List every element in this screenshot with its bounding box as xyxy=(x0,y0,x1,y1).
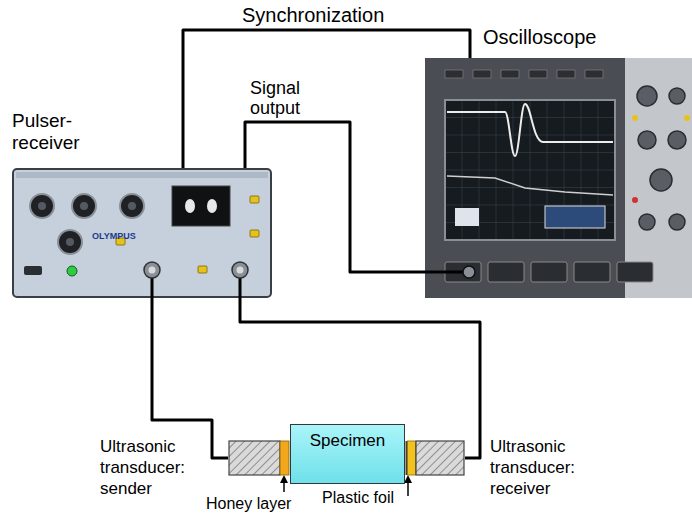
device-detail xyxy=(72,194,96,218)
device-detail xyxy=(128,202,136,210)
device-detail xyxy=(447,104,613,156)
pulser-receiver: Pulser-receiverOLYMPUS xyxy=(12,168,272,298)
oscilloscope-device xyxy=(425,58,692,298)
device-detail xyxy=(574,262,610,282)
device-detail xyxy=(455,208,479,226)
device-title: Pulser-receiver xyxy=(12,110,102,154)
device-detail xyxy=(545,206,605,228)
device-detail xyxy=(638,131,656,149)
device-detail xyxy=(232,262,248,278)
cable-label: Synchronization xyxy=(242,4,384,26)
leader-arrow xyxy=(407,479,409,496)
specimen-block: Specimen xyxy=(290,424,405,484)
transducer-title: Ultrasonic transducer: receiver xyxy=(490,436,602,499)
device-detail xyxy=(473,70,491,78)
device-detail xyxy=(16,172,268,178)
device-title: Oscilloscope xyxy=(483,26,596,49)
device-detail xyxy=(585,70,603,78)
device-detail xyxy=(207,199,217,213)
device-detail xyxy=(445,70,463,78)
device-detail xyxy=(557,70,575,78)
device-detail xyxy=(280,441,289,475)
device-detail xyxy=(684,115,690,121)
device-detail xyxy=(229,441,280,475)
receiver-transducer: Ultrasonic transducer: receiver xyxy=(405,440,465,476)
device-detail xyxy=(446,135,614,136)
pulser-receiver-device xyxy=(12,168,272,298)
part-label: Plastic foil xyxy=(322,488,394,507)
device-detail xyxy=(463,266,475,278)
transducer-drawing xyxy=(405,440,465,476)
device-detail xyxy=(416,441,464,475)
device-detail xyxy=(408,441,416,475)
leader-arrow xyxy=(283,479,285,492)
device-detail xyxy=(488,262,524,282)
device-detail xyxy=(24,266,42,275)
sender-transducer: Ultrasonic transducer: sender xyxy=(228,440,290,476)
device-detail xyxy=(425,271,465,274)
device-detail xyxy=(445,100,615,240)
transducer-title: Ultrasonic transducer: sender xyxy=(100,436,212,499)
transducer-drawing xyxy=(228,440,290,476)
device-detail xyxy=(172,186,230,226)
device-detail xyxy=(425,58,625,298)
device-detail xyxy=(151,276,154,298)
device-detail xyxy=(30,194,54,218)
device-detail xyxy=(120,194,144,218)
device-detail xyxy=(446,205,614,206)
device-detail xyxy=(13,169,271,297)
device-detail xyxy=(38,202,46,210)
device-detail xyxy=(637,86,657,106)
device-detail xyxy=(639,214,655,230)
device-detail xyxy=(501,70,519,78)
cable-label: Signal output xyxy=(250,78,322,118)
cable xyxy=(245,122,425,272)
oscilloscope: Oscilloscope xyxy=(425,58,692,298)
cable xyxy=(152,298,228,458)
device-detail xyxy=(668,131,686,149)
cable xyxy=(240,298,480,458)
device-detail xyxy=(669,88,685,104)
device-detail xyxy=(669,214,685,230)
device-detail xyxy=(80,202,88,210)
device-detail xyxy=(529,70,547,78)
device-detail xyxy=(237,267,244,274)
device-detail xyxy=(185,199,195,213)
device-detail xyxy=(198,266,207,273)
device-detail xyxy=(617,262,653,282)
device-detail xyxy=(446,170,614,171)
device-detail xyxy=(632,197,638,203)
device-detail xyxy=(149,267,156,274)
device-detail xyxy=(67,266,77,276)
device-detail xyxy=(425,58,692,298)
device-detail xyxy=(250,230,259,237)
device-detail xyxy=(447,176,613,195)
device-detail xyxy=(531,262,567,282)
part-label: Honey layer xyxy=(206,494,291,513)
device-detail xyxy=(632,115,638,121)
brand-text: OLYMPUS xyxy=(92,231,136,242)
device-detail xyxy=(250,196,259,203)
device-detail xyxy=(650,169,672,191)
device-detail xyxy=(58,230,82,254)
device-detail xyxy=(446,152,614,153)
device-detail xyxy=(66,238,74,246)
device-detail xyxy=(144,262,160,278)
specimen-title: Specimen xyxy=(291,431,404,451)
device-detail xyxy=(239,276,242,298)
